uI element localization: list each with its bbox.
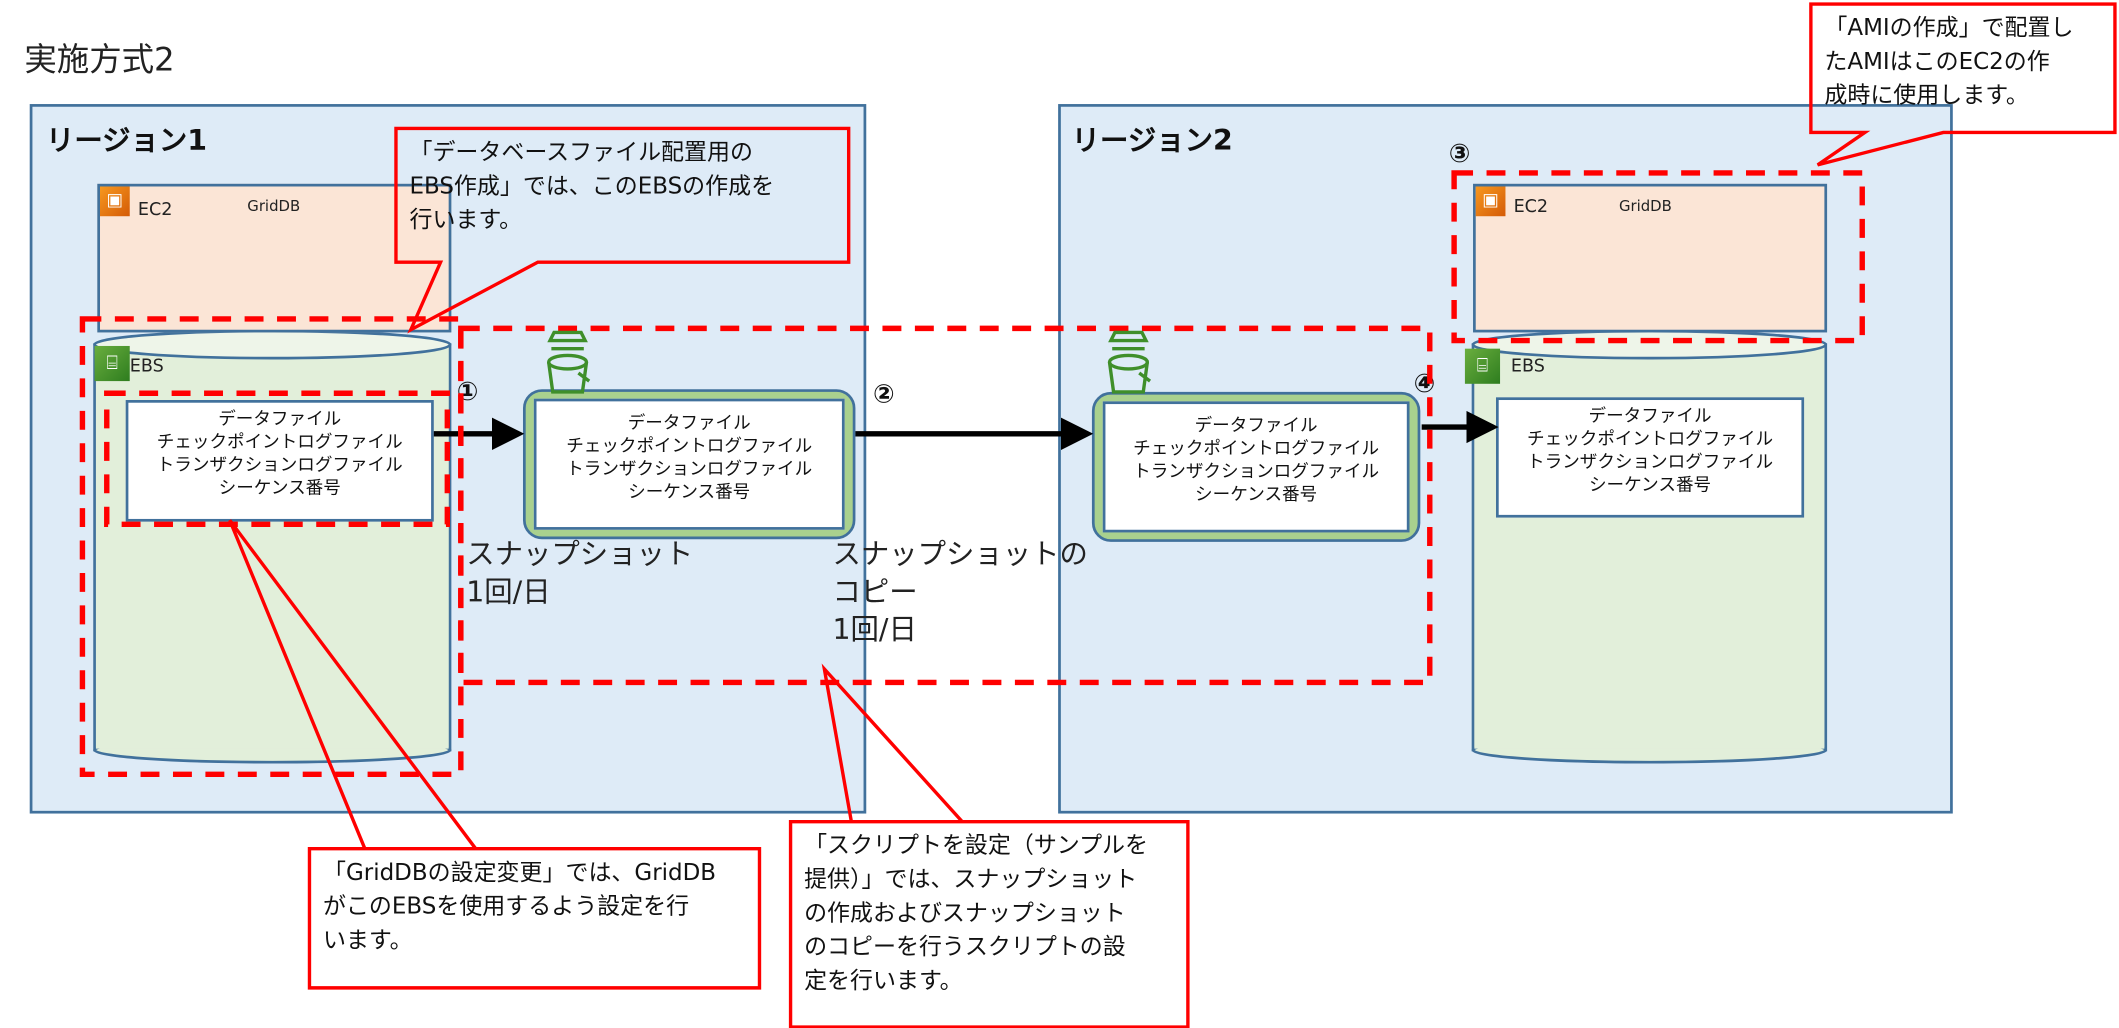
callout-ami-outline	[1809, 2, 2117, 167]
bucket-icon	[546, 330, 591, 394]
callout-line: 「データベースファイル配置用の	[409, 139, 753, 167]
callout-ebs-create: 「データベースファイル配置用の EBS作成」では、このEBSの作成を 行います。	[396, 128, 850, 263]
callout-line: 行います。	[409, 206, 523, 234]
callout-line: 成時に使用します。	[1824, 82, 2029, 110]
ebs-icon: ⌸	[94, 345, 130, 382]
callout-line: の作成およびスナップショット	[804, 900, 1126, 928]
callout-line: 提供）」では、スナップショット	[804, 866, 1138, 894]
page-title: 実施方式2	[24, 40, 175, 79]
callout-line: 「AMIの作成」で配置し	[1824, 14, 2074, 42]
ec2-label: EC2	[137, 200, 173, 221]
callout-ebs-create-outline	[394, 126, 851, 334]
highlight-files-1	[104, 390, 451, 528]
file-item: トランザクションログファイル	[1133, 462, 1380, 483]
griddb-label: GridDB	[247, 197, 301, 215]
file-list-ebs-2: データファイル チェックポイントログファイル トランザクションログファイル シー…	[1495, 397, 1805, 518]
callout-line: のコピーを行うスクリプトの設	[804, 933, 1126, 961]
step-2: ②	[873, 379, 895, 410]
highlight-ebs-1	[79, 316, 464, 778]
file-item: データファイル	[1588, 406, 1712, 428]
callout-griddb-config: 「GridDBの設定変更」では、GridDB がこのEBSを使用するよう設定を行…	[309, 849, 760, 990]
callout-script-outline	[788, 663, 1190, 1028]
callout-line: EBS作成」では、このEBSの作成を	[409, 172, 775, 201]
ec2-icon: ▣	[1475, 186, 1506, 217]
file-item: シーケンス番号	[628, 482, 751, 503]
region-1-label: リージョン1	[45, 124, 208, 157]
file-item: シーケンス番号	[1588, 475, 1712, 496]
ec2-label: EC2	[1513, 197, 1549, 218]
snapshot-label: スナップショット 1回/日	[466, 535, 693, 611]
copy-label-line: コピー	[832, 575, 918, 609]
file-item: データファイル	[1194, 416, 1318, 437]
step-3: ③	[1448, 139, 1471, 169]
callout-griddb-outline	[228, 519, 762, 990]
highlight-ec2-2	[1451, 170, 1865, 344]
snapshot-label-line: スナップショット	[466, 537, 694, 571]
file-item: シーケンス番号	[218, 478, 341, 499]
ec2-icon: ▣	[100, 186, 130, 217]
file-item: トランザクションログファイル	[156, 455, 403, 476]
griddb-label: GridDB	[1618, 197, 1672, 215]
copy-label: スナップショットの コピー 1回/日	[832, 535, 1087, 649]
highlight-snapshots	[458, 325, 1433, 686]
copy-label-line: スナップショットの	[832, 537, 1088, 571]
file-item: チェックポイントログファイル	[566, 436, 813, 457]
callout-line: います。	[322, 927, 413, 955]
file-item: トランザクションログファイル	[1527, 452, 1774, 473]
ebs-icon: ⌸	[1464, 348, 1501, 384]
file-item: チェックポイントログファイル	[1133, 439, 1380, 460]
callout-line: 定を行います。	[804, 967, 963, 995]
file-list-snapshot-2: データファイル チェックポイントログファイル トランザクションログファイル シー…	[1102, 401, 1410, 533]
snapshot-frequency: 1回/日	[466, 575, 551, 609]
callout-line: たAMIはこのEC2の作	[1824, 48, 2050, 76]
file-list-ebs-1: データファイル チェックポイントログファイル トランザクションログファイル シー…	[125, 400, 434, 522]
file-item: シーケンス番号	[1195, 485, 1318, 506]
file-item: チェックポイントログファイル	[1527, 429, 1774, 451]
ec2-instance-2	[1473, 183, 1828, 333]
file-list-snapshot-1: データファイル チェックポイントログファイル トランザクションログファイル シー…	[533, 398, 845, 530]
file-item: チェックポイントログファイル	[156, 432, 403, 453]
file-item: トランザクションログファイル	[566, 459, 813, 480]
file-item: データファイル	[218, 409, 342, 430]
callout-line: 「GridDBの設定変更」では、GridDB	[322, 859, 717, 887]
ebs-label: EBS	[1510, 356, 1545, 378]
region-2-label: リージョン2	[1071, 124, 1233, 157]
callout-line: 「スクリプトを設定（サンプルを	[804, 832, 1149, 860]
ebs-label: EBS	[129, 356, 164, 378]
copy-frequency: 1回/日	[832, 613, 917, 646]
callout-ami: 「AMIの作成」で配置し たAMIはこのEC2の作 成時に使用します。	[1811, 4, 2116, 134]
callout-line: がこのEBSを使用するよう設定を行	[322, 893, 690, 921]
callout-script: 「スクリプトを設定（サンプルを 提供）」では、スナップショット の作成およびスナ…	[791, 822, 1190, 1028]
ec2-instance-1	[97, 183, 452, 333]
bucket-icon	[1107, 330, 1152, 394]
file-item: データファイル	[627, 413, 751, 434]
